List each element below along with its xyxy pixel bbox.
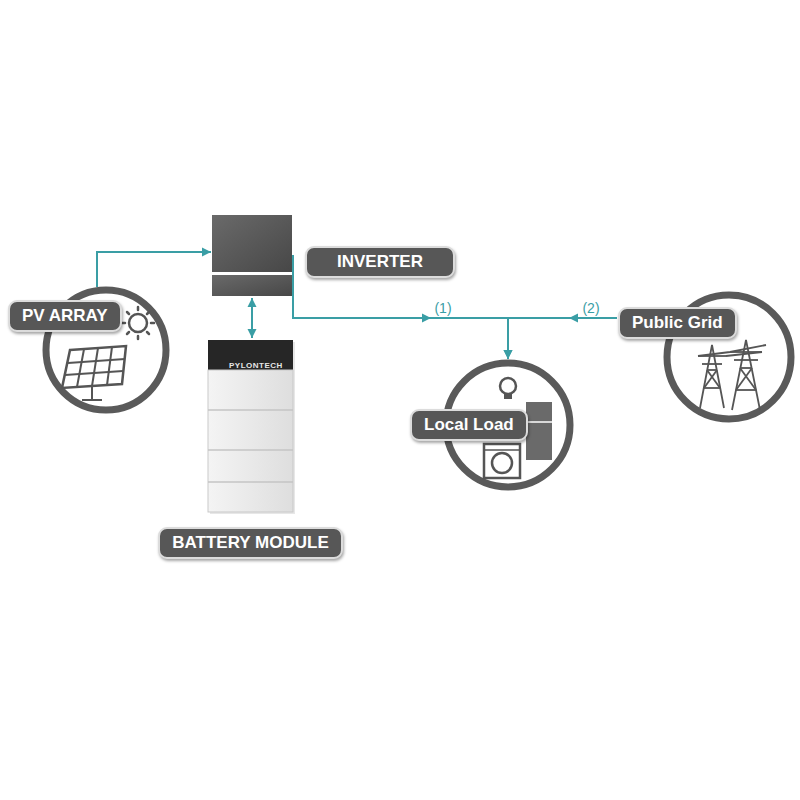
connector-line — [97, 252, 211, 287]
label-pill: Public Grid — [618, 307, 737, 339]
node-region: PV ARRAY — [10, 287, 170, 413]
label-pill-holder: INVERTER — [305, 246, 455, 278]
node-region: Public Grid — [618, 293, 793, 420]
label-pill: Local Load — [410, 409, 528, 441]
brand-logo: PYLONTECH — [229, 361, 283, 371]
label-pill-holder: BATTERY MODULE — [158, 527, 342, 559]
connector — [504, 314, 618, 360]
label-pill-holder: Local Load — [410, 409, 528, 441]
connector — [97, 248, 211, 288]
label-pill: INVERTER — [305, 246, 455, 278]
label-pill-holder: PV ARRAY — [8, 300, 122, 332]
arrow-head — [248, 298, 257, 307]
arrow-head — [504, 350, 513, 359]
connector-line — [508, 318, 617, 359]
arrow-head — [202, 248, 211, 257]
connector — [248, 298, 257, 338]
arrow-head — [248, 329, 257, 338]
callout-number: (1) — [432, 300, 453, 316]
label-pill: BATTERY MODULE — [158, 527, 342, 559]
inverter-unit — [212, 215, 292, 296]
label-pill: PV ARRAY — [8, 300, 122, 332]
battery-stack — [208, 340, 295, 514]
node-region: Local Load — [410, 360, 572, 490]
callout-number: (2) — [580, 300, 601, 316]
label-pill-holder: Public Grid — [618, 307, 737, 339]
node-region: INVERTER — [212, 215, 292, 296]
arrow-head — [504, 350, 513, 359]
arrow-head — [569, 314, 578, 323]
arrow-head — [422, 314, 431, 323]
